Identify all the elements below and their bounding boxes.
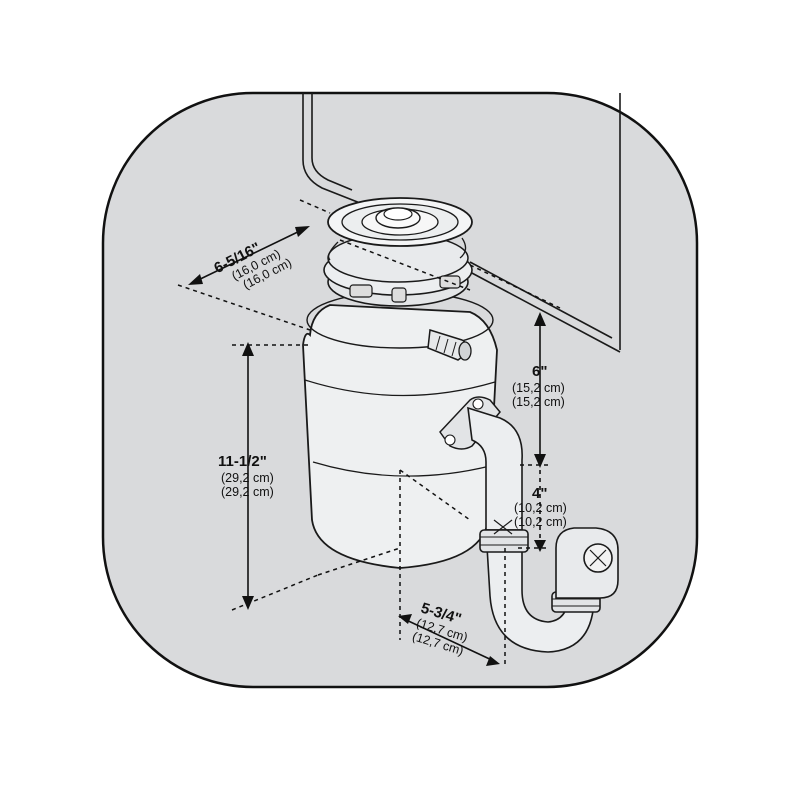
inlet-to-trap-metric-1: (10,2 cm) xyxy=(514,501,567,515)
dishwasher-inlet xyxy=(427,329,472,361)
discharge-pipe xyxy=(467,406,619,653)
height-metric-1: (29,2 cm) xyxy=(221,471,274,485)
label-inlet-to-trap: 4" (10,2 cm) (10,2 cm) xyxy=(514,485,567,529)
sink-basin xyxy=(302,93,621,353)
inlet-to-trap-value: 4" xyxy=(532,485,547,502)
inlet-to-trap-metric-2: (10,2 cm) xyxy=(514,515,567,529)
height-metric-2: (29,2 cm) xyxy=(221,485,274,499)
slip-nut-upper xyxy=(479,529,529,553)
label-height: 11-1/2" (29,2 cm) (29,2 cm) xyxy=(218,453,274,499)
sink-to-inlet-metric-2: (15,2 cm) xyxy=(512,395,565,409)
center-to-outlet-arrow xyxy=(401,617,497,663)
dimension-arrows xyxy=(188,226,546,666)
reference-lines xyxy=(177,199,561,665)
flange-width-arrow xyxy=(191,227,307,284)
sink-to-inlet-metric-1: (15,2 cm) xyxy=(512,381,565,395)
disposer-canister xyxy=(302,304,498,569)
sink-to-inlet-value: 6" xyxy=(532,363,547,380)
label-sink-to-inlet: 6" (15,2 cm) (15,2 cm) xyxy=(512,363,565,409)
height-value: 11-1/2" xyxy=(218,453,267,470)
disposer-unit xyxy=(302,197,501,569)
